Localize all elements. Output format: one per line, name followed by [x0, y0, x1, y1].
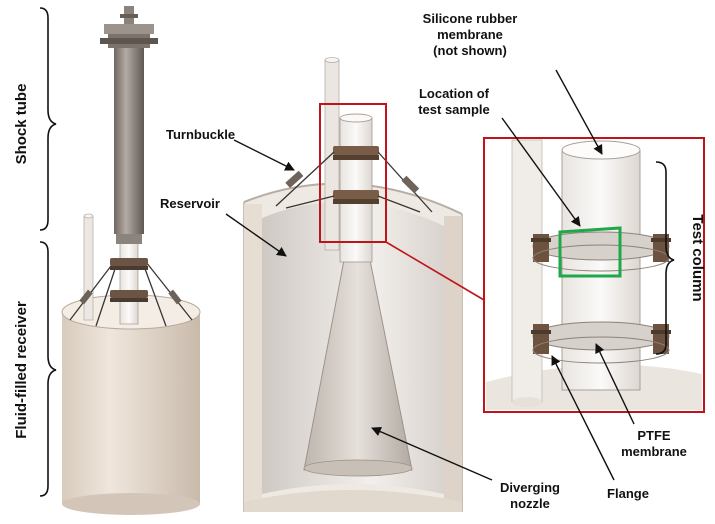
detail-lower-flange: [531, 321, 671, 364]
location-label-line2: test sample: [418, 102, 490, 117]
silicone-membrane-label-line2: membrane: [437, 27, 503, 42]
reservoir-label: Reservoir: [160, 196, 220, 211]
turnbuckle-body: [285, 170, 304, 188]
test-sample-highlight: [558, 226, 622, 278]
callout-connector: [385, 241, 485, 301]
silicone-membrane-label-line1: Silicone rubber: [423, 11, 518, 26]
shock-tube-label: Shock tube: [13, 84, 30, 165]
shock-tube-body: [114, 48, 144, 234]
diverging-nozzle-label-line2: nozzle: [510, 496, 550, 511]
location-label-line1: Location of: [419, 86, 490, 101]
ptfe-label-line1: PTFE: [637, 428, 671, 443]
test-column-detail: [483, 137, 705, 413]
fluid-filled-receiver-label: Fluid-filled receiver: [13, 301, 30, 439]
ptfe-label-line2: membrane: [621, 444, 687, 459]
test-column-callout-box: [319, 103, 387, 243]
left-turnbuckle-cables: [69, 261, 193, 327]
reservoir-cutaway: [243, 57, 485, 512]
receiver-bracket: [39, 241, 57, 497]
left-apparatus: [39, 6, 201, 515]
flange-label: Flange: [607, 486, 649, 501]
silicone-membrane-label-line3: (not shown): [433, 43, 507, 58]
left-flanges: [110, 258, 148, 302]
receiver-cylinder: [62, 312, 200, 504]
detail-upper-flange: [531, 231, 671, 272]
diverging-nozzle-label-line1: Diverging: [500, 480, 560, 495]
receiver-side-pipe: [83, 215, 94, 321]
middle-flanges: [333, 146, 379, 204]
test-column-bracket: [655, 161, 675, 355]
turnbuckle-label: Turnbuckle: [166, 127, 235, 142]
shock-tube-bracket: [39, 7, 57, 231]
test-column-label: Test column: [689, 214, 706, 301]
annotation-arrows: [225, 69, 635, 481]
